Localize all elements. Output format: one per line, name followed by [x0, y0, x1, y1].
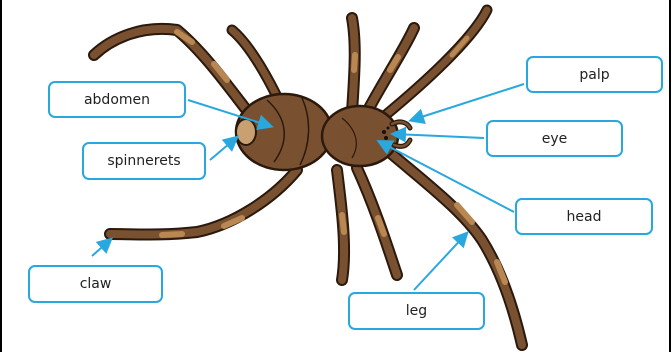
label-head-text: head [567, 209, 602, 225]
arrow-leg [414, 234, 466, 290]
spinnerets-shape [236, 119, 256, 145]
label-claw: claw [28, 265, 163, 303]
arrow-eye [394, 134, 484, 138]
label-palp: palp [526, 56, 663, 93]
label-claw-text: claw [80, 276, 112, 292]
label-palp-text: palp [579, 67, 609, 83]
label-spinnerets-text: spinnerets [107, 153, 180, 169]
label-abdomen-text: abdomen [84, 92, 150, 108]
arrow-claw [92, 240, 110, 256]
label-abdomen: abdomen [48, 81, 186, 118]
label-head: head [515, 198, 653, 235]
label-eye: eye [486, 120, 623, 157]
label-leg: leg [348, 292, 485, 330]
arrow-spinnerets [210, 138, 236, 160]
label-eye-text: eye [542, 131, 568, 147]
label-leg-text: leg [406, 303, 427, 319]
label-spinnerets: spinnerets [82, 142, 206, 180]
eye-shape [382, 130, 386, 134]
head-shape [322, 106, 398, 166]
arrow-palp [412, 84, 524, 120]
spider-body [236, 94, 410, 170]
